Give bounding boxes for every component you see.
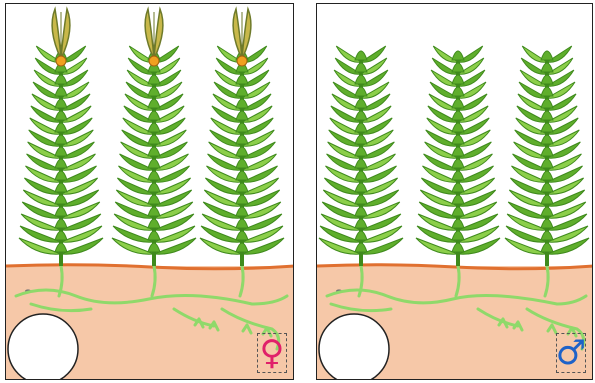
male-plant-panel: ♂ (316, 3, 593, 380)
moss-stem (19, 46, 103, 266)
moss-stem (200, 46, 284, 266)
moss-stem (319, 46, 403, 266)
empty-circle (319, 314, 389, 380)
female-symbol: ♀ (257, 333, 287, 373)
empty-circle (8, 314, 78, 380)
male-moss-illustration (317, 4, 593, 380)
moss-stem (505, 46, 589, 266)
female-plant-panel: ♀ (5, 3, 294, 380)
male-symbol: ♂ (556, 333, 586, 373)
female-moss-illustration (6, 4, 294, 380)
moss-stem (112, 46, 196, 266)
moss-stem (416, 46, 500, 266)
